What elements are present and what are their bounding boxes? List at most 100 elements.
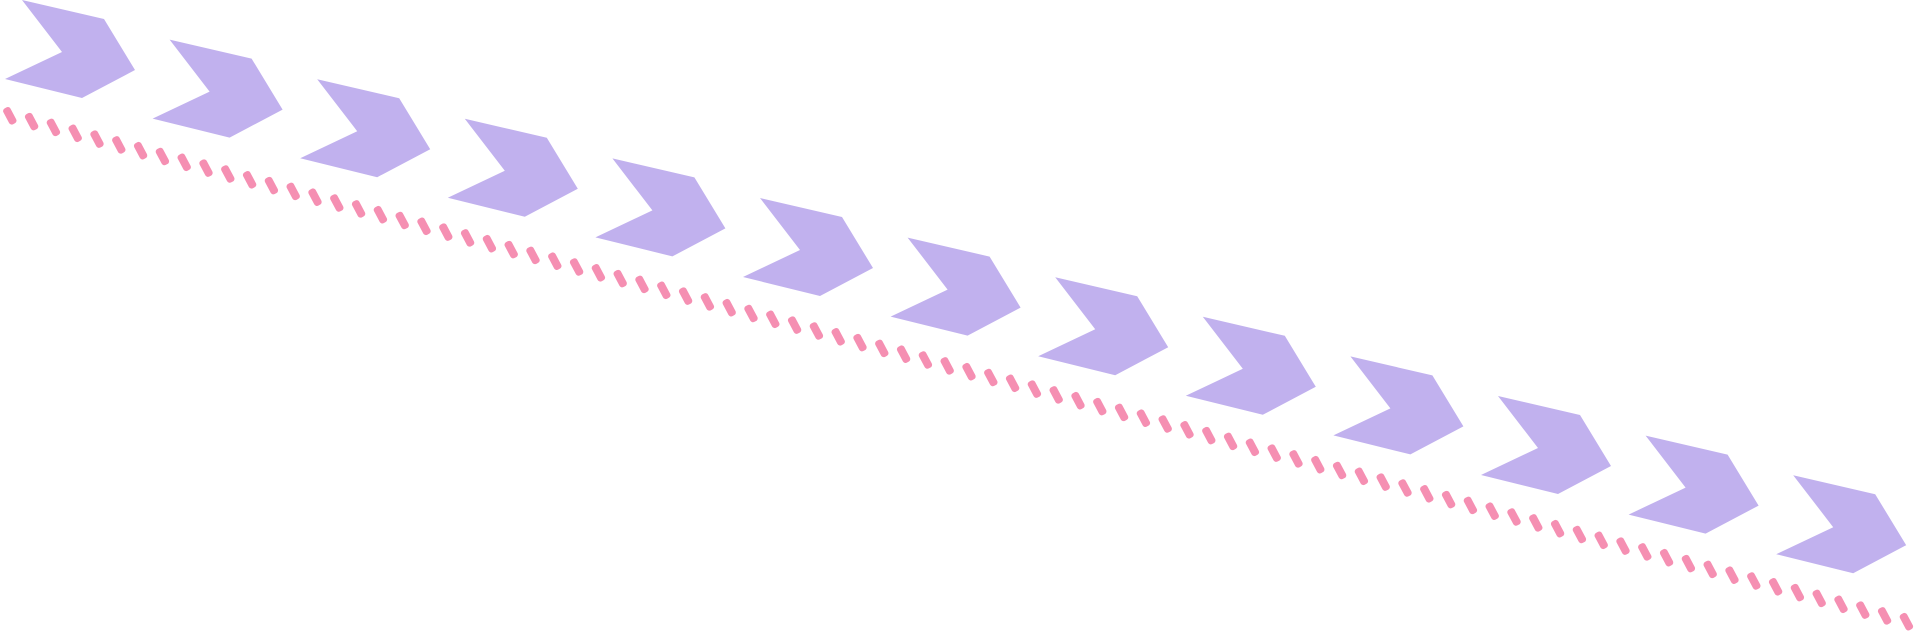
pink-dash-80 [1703,560,1717,579]
chevron-arrow-11 [1481,396,1611,494]
pink-dash-67 [1420,485,1434,503]
pink-dash-83 [1768,578,1783,596]
pink-dash-41 [853,333,867,352]
pink-dash-54 [1136,409,1151,427]
pink-dash-57 [1202,426,1216,445]
pink-dash-62 [1311,455,1325,474]
pink-dash-stitch-row [3,107,1914,631]
pink-dash-61 [1289,450,1303,468]
pink-dash-26 [526,246,540,265]
pink-dash-89 [1899,612,1914,631]
pink-dash-36 [744,304,758,323]
pink-dash-38 [787,316,802,334]
chevron-arrow-6 [743,198,873,296]
pink-dash-45 [940,357,954,375]
pink-dash-9 [155,147,170,166]
pink-dash-53 [1114,403,1129,422]
pink-dash-52 [1093,397,1107,416]
pink-dash-82 [1747,572,1761,590]
pink-dash-79 [1681,554,1696,573]
pink-dash-3 [24,112,39,131]
chevron-arrow-1 [5,0,135,98]
pink-dash-23 [460,229,475,247]
pink-dash-6 [90,130,104,148]
pink-dash-60 [1267,444,1281,462]
chevron-arrow-4 [447,118,578,217]
pink-dash-46 [962,362,976,381]
pink-dash-73 [1550,519,1565,538]
pink-dash-64 [1354,467,1369,486]
pink-dash-13 [242,171,257,189]
pink-dash-49 [1027,380,1042,398]
chevron-arrow-9 [1185,316,1316,415]
pink-dash-12 [221,165,235,183]
pink-dash-59 [1245,438,1260,457]
pink-dash-35 [722,298,736,317]
pink-dash-65 [1376,473,1390,491]
pink-dash-76 [1616,537,1630,555]
pink-dash-51 [1071,391,1085,410]
chevron-arrow-12 [1628,435,1759,534]
pink-dash-75 [1594,531,1608,550]
pink-dash-58 [1223,432,1238,451]
pink-dash-22 [439,223,453,241]
pink-dash-34 [700,293,715,311]
pink-dash-81 [1725,566,1739,584]
pink-dash-70 [1485,502,1499,520]
pink-dash-30 [613,269,627,288]
pink-dash-66 [1398,479,1412,497]
pink-dash-56 [1180,421,1194,439]
chevron-arrow-row [5,0,1907,574]
pink-dash-55 [1158,415,1172,433]
chevron-arrow-13 [1776,475,1907,574]
chevron-arrow-10 [1333,356,1464,455]
pink-dash-84 [1790,583,1805,602]
pink-dash-44 [918,351,933,369]
pink-dash-19 [373,205,388,224]
pink-dash-20 [395,211,409,230]
pink-dash-87 [1856,601,1870,619]
pink-dash-2 [3,107,17,125]
pink-dash-4 [46,118,61,137]
pink-dash-29 [591,264,606,282]
pink-dash-69 [1463,496,1478,515]
pink-dash-11 [199,159,213,177]
pink-dash-77 [1638,543,1652,561]
pink-dash-27 [548,252,562,270]
pink-dash-15 [286,182,300,201]
pink-dash-28 [569,258,584,276]
pink-dash-63 [1332,461,1347,480]
pink-dash-25 [504,240,518,259]
pink-dash-72 [1529,514,1543,532]
pink-dash-40 [831,328,845,346]
pink-dash-5 [68,124,82,143]
pink-dash-32 [657,281,671,300]
pink-dash-37 [766,310,780,329]
pink-dash-43 [896,345,911,363]
chevron-arrow-5 [595,158,726,257]
pink-dash-47 [984,368,998,387]
pink-dash-39 [809,322,824,340]
pink-dash-88 [1877,607,1892,625]
pink-dash-86 [1834,595,1848,614]
pink-dash-71 [1507,508,1521,526]
chevron-arrow-8 [1038,277,1169,376]
chevron-arrow-2 [152,39,283,138]
pink-dash-31 [635,275,649,294]
pink-dash-16 [308,188,322,206]
pink-dash-14 [264,176,279,195]
pink-dash-33 [678,287,693,305]
chevron-arrow-3 [300,79,431,178]
pink-dash-7 [112,136,126,154]
pink-dash-18 [351,200,366,218]
pink-dash-74 [1572,525,1587,544]
pink-dash-42 [875,339,889,358]
pink-dash-78 [1659,548,1674,567]
pink-dash-10 [177,153,191,172]
pink-dash-8 [133,141,148,160]
pink-dash-17 [330,194,344,212]
chevron-arrow-7 [890,237,1021,336]
pink-dash-24 [482,234,497,253]
pink-dash-68 [1441,490,1456,509]
